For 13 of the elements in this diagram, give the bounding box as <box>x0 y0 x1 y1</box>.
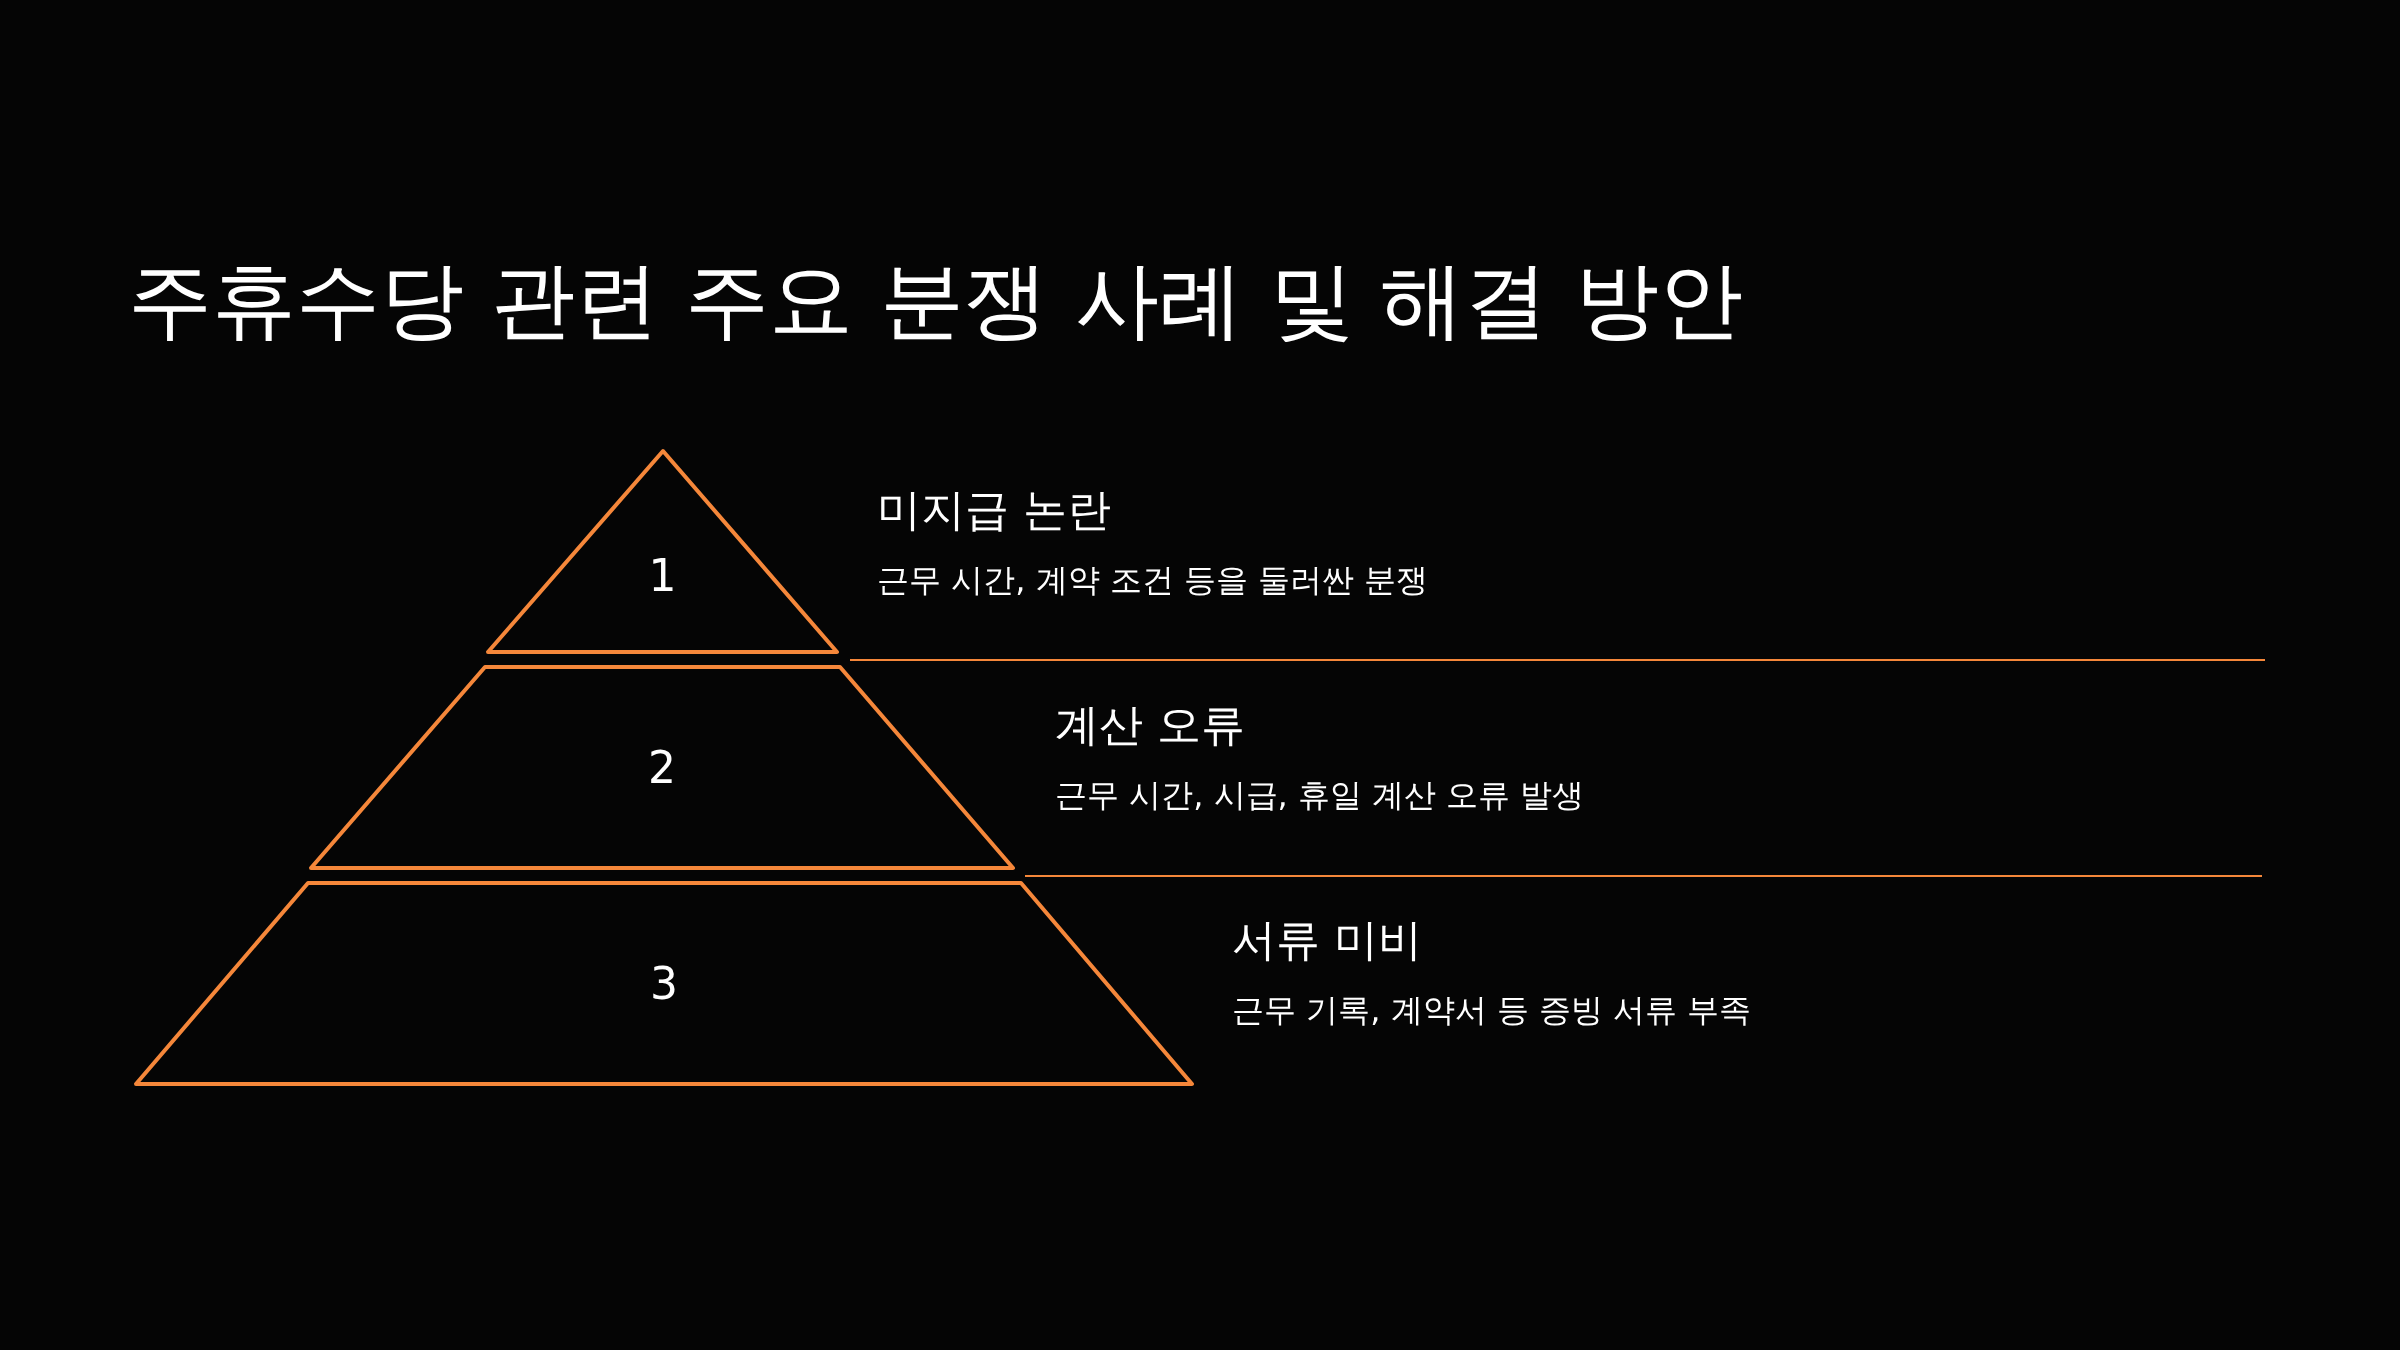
tier-number: 2 <box>648 745 676 790</box>
tier-heading: 계산 오류 <box>1055 698 1245 752</box>
pyramid-tier <box>485 448 840 655</box>
tier-number: 1 <box>648 554 677 599</box>
tier-description: 근무 시간, 시급, 휴일 계산 오류 발생 <box>1055 775 1585 815</box>
tier-description: 근무 기록, 계약서 등 증빙 서류 부족 <box>1232 990 1752 1030</box>
tier-heading: 미지급 논란 <box>877 483 1111 537</box>
tier-description: 근무 시간, 계약 조건 등을 둘러싼 분쟁 <box>877 560 1429 600</box>
tier-number: 3 <box>650 961 678 1006</box>
tier-heading: 서류 미비 <box>1232 913 1422 967</box>
title: 주휴수당 관련 주요 분쟁 사례 및 해결 방안 <box>128 258 1743 342</box>
pyramid-tier <box>308 664 1016 871</box>
pyramid-tier <box>133 880 1195 1087</box>
